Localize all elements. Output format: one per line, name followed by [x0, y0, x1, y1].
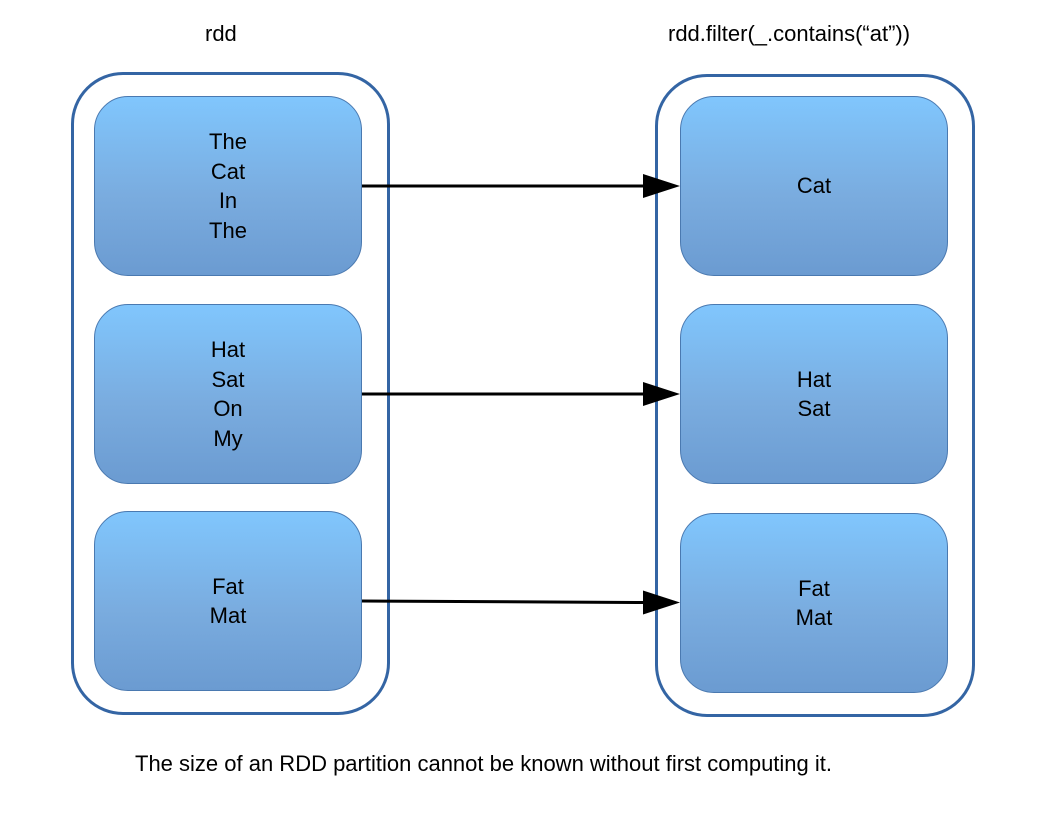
- left-partition-1-text: The Cat In The: [209, 129, 247, 243]
- arrow-partition-2: [362, 382, 680, 406]
- right-partition-2: Hat Sat: [680, 304, 948, 484]
- right-partition-2-text: Hat Sat: [796, 366, 832, 422]
- right-partition-1: Cat: [680, 96, 948, 276]
- left-partition-3: Fat Mat: [94, 511, 362, 691]
- right-partition-3: Fat Mat: [680, 513, 948, 693]
- left-partition-1: The Cat In The: [94, 96, 362, 276]
- left-partition-3-text: Fat Mat: [209, 573, 247, 629]
- arrow-partition-1: [362, 174, 680, 198]
- right-partition-1-text: Cat: [796, 173, 832, 199]
- left-partition-2: Hat Sat On My: [94, 304, 362, 484]
- left-rdd-heading: rdd: [205, 21, 237, 46]
- caption: The size of an RDD partition cannot be k…: [135, 751, 833, 776]
- right-partition-3-text: Fat Mat: [795, 575, 833, 631]
- right-rdd-heading: rdd.filter(_.contains(“at”)): [668, 21, 911, 46]
- left-partition-2-text: Hat Sat On My: [210, 337, 246, 451]
- arrow-partition-3: [361, 590, 680, 615]
